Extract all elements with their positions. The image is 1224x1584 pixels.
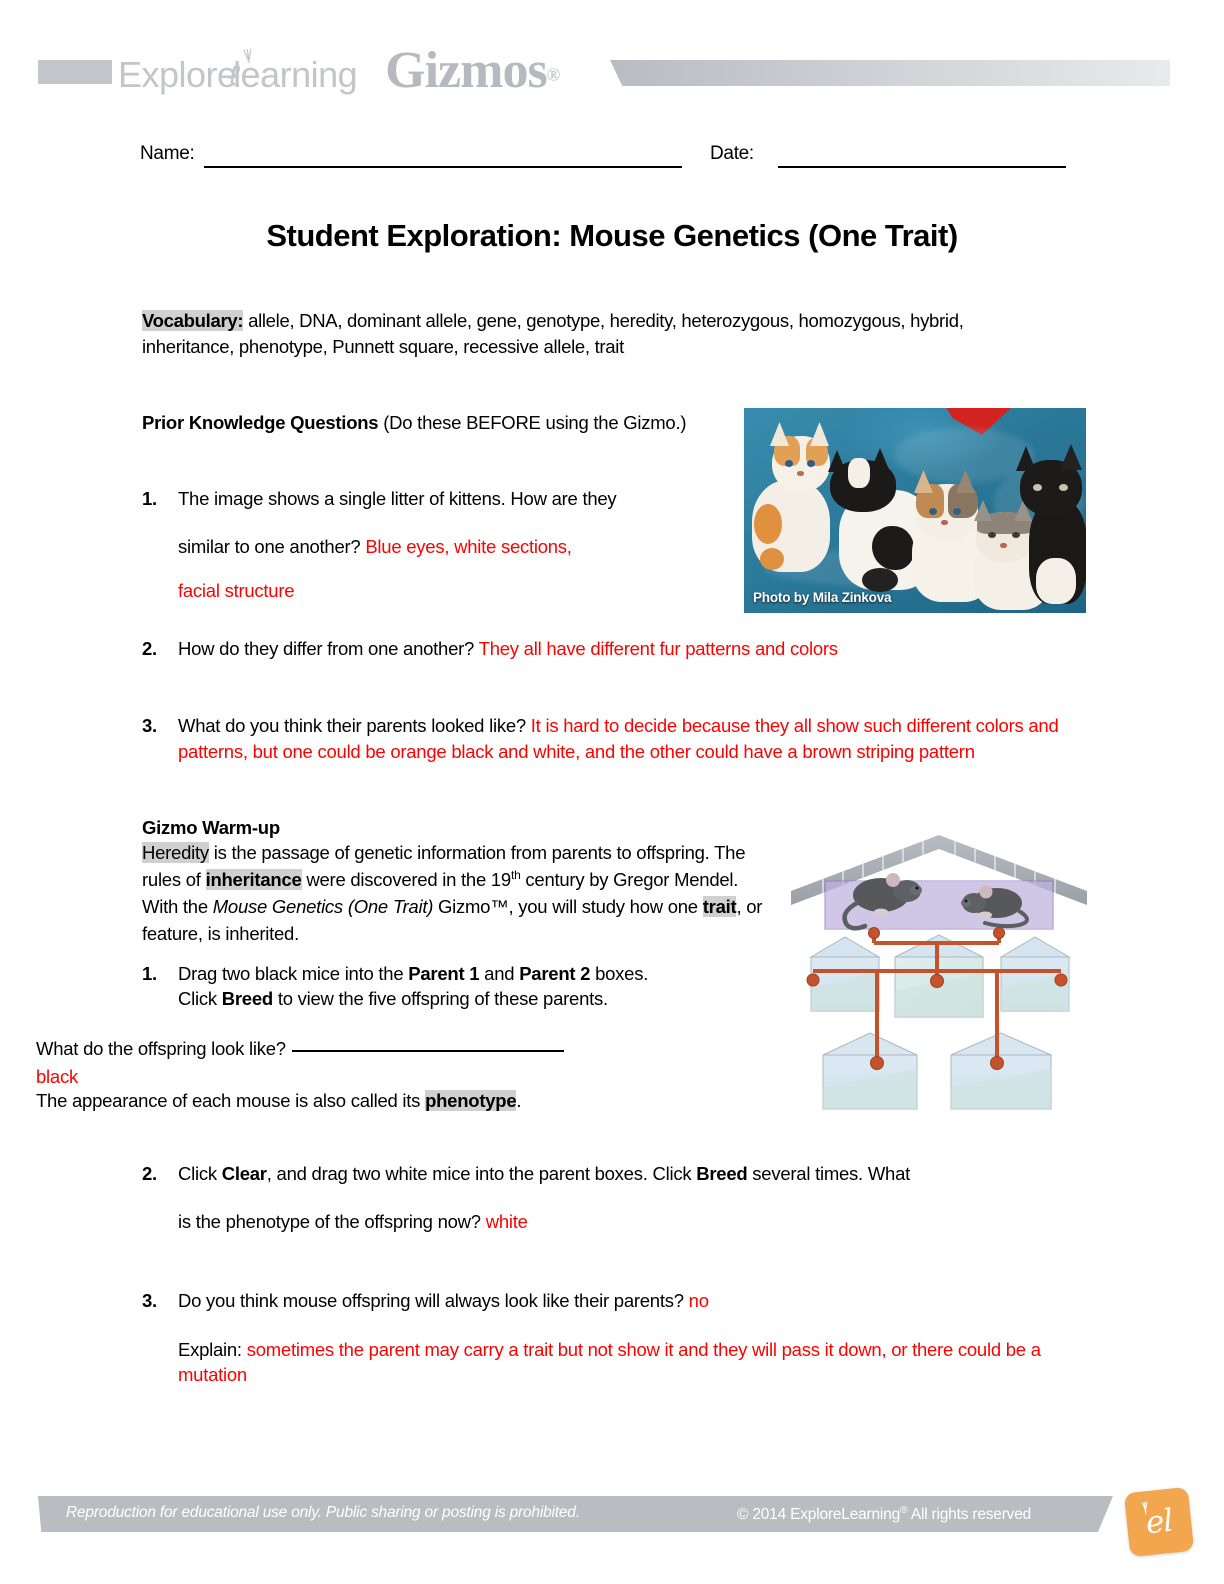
logo-explore-text: Explore: [118, 54, 237, 95]
step-1-question: What do the offspring look like?: [36, 1038, 286, 1059]
badge-el-text: el: [1144, 1502, 1174, 1542]
vocabulary-section: Vocabulary: allele, DNA, dominant allele…: [142, 308, 972, 361]
question-1-answer-line-1: Blue eyes, white sections,: [365, 536, 572, 557]
breed-bold: Breed: [696, 1163, 748, 1184]
photo-credit: Photo by Mila Zinkova: [753, 590, 892, 605]
vocabulary-label: Vocabulary:: [142, 310, 244, 331]
parent-1-bold: Parent 1: [408, 963, 480, 984]
step-3-answer: no: [688, 1290, 709, 1311]
parent-2-bold: Parent 2: [519, 963, 591, 984]
step-2-question-row: is the phenotype of the offspring now? w…: [178, 1211, 528, 1232]
mouse-genetics-gizmo-illustration: [789, 833, 1089, 1111]
step-1-answer-blank[interactable]: [291, 1050, 564, 1052]
superscript-th: th: [510, 867, 521, 882]
question-number: 2.: [142, 638, 157, 659]
step-1-question-row: What do the offspring look like?: [36, 1038, 676, 1060]
step-1-followup: The appearance of each mouse is also cal…: [36, 1090, 522, 1111]
step-3-explain-row: Explain: sometimes the parent may carry …: [178, 1338, 1103, 1388]
footer-reproduction-notice: Reproduction for educational use only. P…: [66, 1504, 580, 1521]
step-2-instruction: Click Clear, and drag two white mice int…: [178, 1163, 910, 1184]
name-label: Name:: [140, 143, 195, 164]
step-1-answer: black: [36, 1066, 78, 1087]
kitten-litter-photo: Photo by Mila Zinkova: [744, 408, 1086, 613]
question-2-content: How do they differ from one another? The…: [178, 638, 838, 659]
name-date-row: Name: Date:: [140, 143, 1080, 173]
footer-copyright: © 2014 ExploreLearning® All rights reser…: [737, 1504, 1032, 1524]
term-phenotype: phenotype: [425, 1090, 517, 1111]
date-label: Date:: [710, 143, 754, 164]
step-3-question: Do you think mouse offspring will always…: [178, 1290, 709, 1311]
step-1-instruction: Drag two black mice into the Parent 1 an…: [178, 963, 649, 1009]
question-3-content: What do you think their parents looked l…: [178, 715, 1059, 762]
breed-bold: Breed: [221, 987, 273, 1009]
step-number: 3.: [142, 1290, 157, 1311]
explorelearning-el-badge-logo: \|/ el: [1123, 1486, 1195, 1558]
gizmo-name-italic: Mouse Genetics (One Trait): [212, 895, 434, 917]
step-number: 1.: [142, 963, 157, 984]
explain-label: Explain:: [178, 1339, 242, 1360]
footer-bar: [38, 1496, 1113, 1532]
logo-swash-icon: ℓ: [227, 58, 241, 93]
logo-learning-text: learning: [233, 54, 358, 95]
step-number: 2.: [142, 1163, 157, 1184]
term-trait: trait: [702, 895, 737, 917]
gizmo-warmup-paragraph: Heredity is the passage of genetic infor…: [142, 842, 763, 944]
prior-knowledge-heading: Prior Knowledge Questions (Do these BEFO…: [142, 410, 712, 436]
page-title: Student Exploration: Mouse Genetics (One…: [266, 218, 958, 253]
logo-gizmos-text: Gizmos: [385, 42, 548, 99]
parent-mouse-1: [842, 873, 922, 931]
prior-knowledge-heading-bold: Prior Knowledge Questions: [142, 412, 379, 433]
term-heredity: Heredity: [142, 842, 209, 863]
question-1-answer-line-2: facial structure: [178, 580, 295, 601]
parent-mouse-2: [961, 885, 1029, 929]
question-3-answer: It is hard to decide because they all sh…: [178, 715, 1059, 762]
gizmo-cage-diagram: [791, 835, 1087, 1110]
question-text-line-2: similar to one another? Blue eyes, white…: [178, 536, 572, 557]
registered-mark: ®: [900, 1504, 908, 1516]
logo-registered-mark: ®: [546, 64, 561, 85]
gizmo-warmup-heading: Gizmo Warm-up: [142, 817, 280, 838]
prior-knowledge-heading-rest: (Do these BEFORE using the Gizmo.): [378, 412, 687, 433]
step-2-answer: white: [485, 1211, 528, 1232]
clear-bold: Clear: [221, 1163, 267, 1184]
date-input-blank[interactable]: [778, 166, 1066, 168]
term-inheritance: inheritance: [205, 868, 302, 890]
explorelearning-gizmos-logo: Exploreℓlearning Gizmos®: [118, 45, 560, 97]
question-2-answer: They all have different fur patterns and…: [478, 638, 838, 659]
header-bar-left-decoration: [38, 60, 112, 84]
vocabulary-terms: allele, DNA, dominant allele, gene, geno…: [142, 310, 964, 358]
name-input-blank[interactable]: [204, 166, 682, 168]
step-3-explain-answer: sometimes the parent may carry a trait b…: [178, 1339, 1041, 1385]
question-number: 1.: [142, 488, 157, 509]
question-text-line-1: The image shows a single litter of kitte…: [178, 488, 617, 509]
page-footer: Reproduction for educational use only. P…: [0, 1482, 1224, 1584]
header-bar-right-decoration: [610, 60, 1170, 86]
question-number: 3.: [142, 715, 157, 736]
